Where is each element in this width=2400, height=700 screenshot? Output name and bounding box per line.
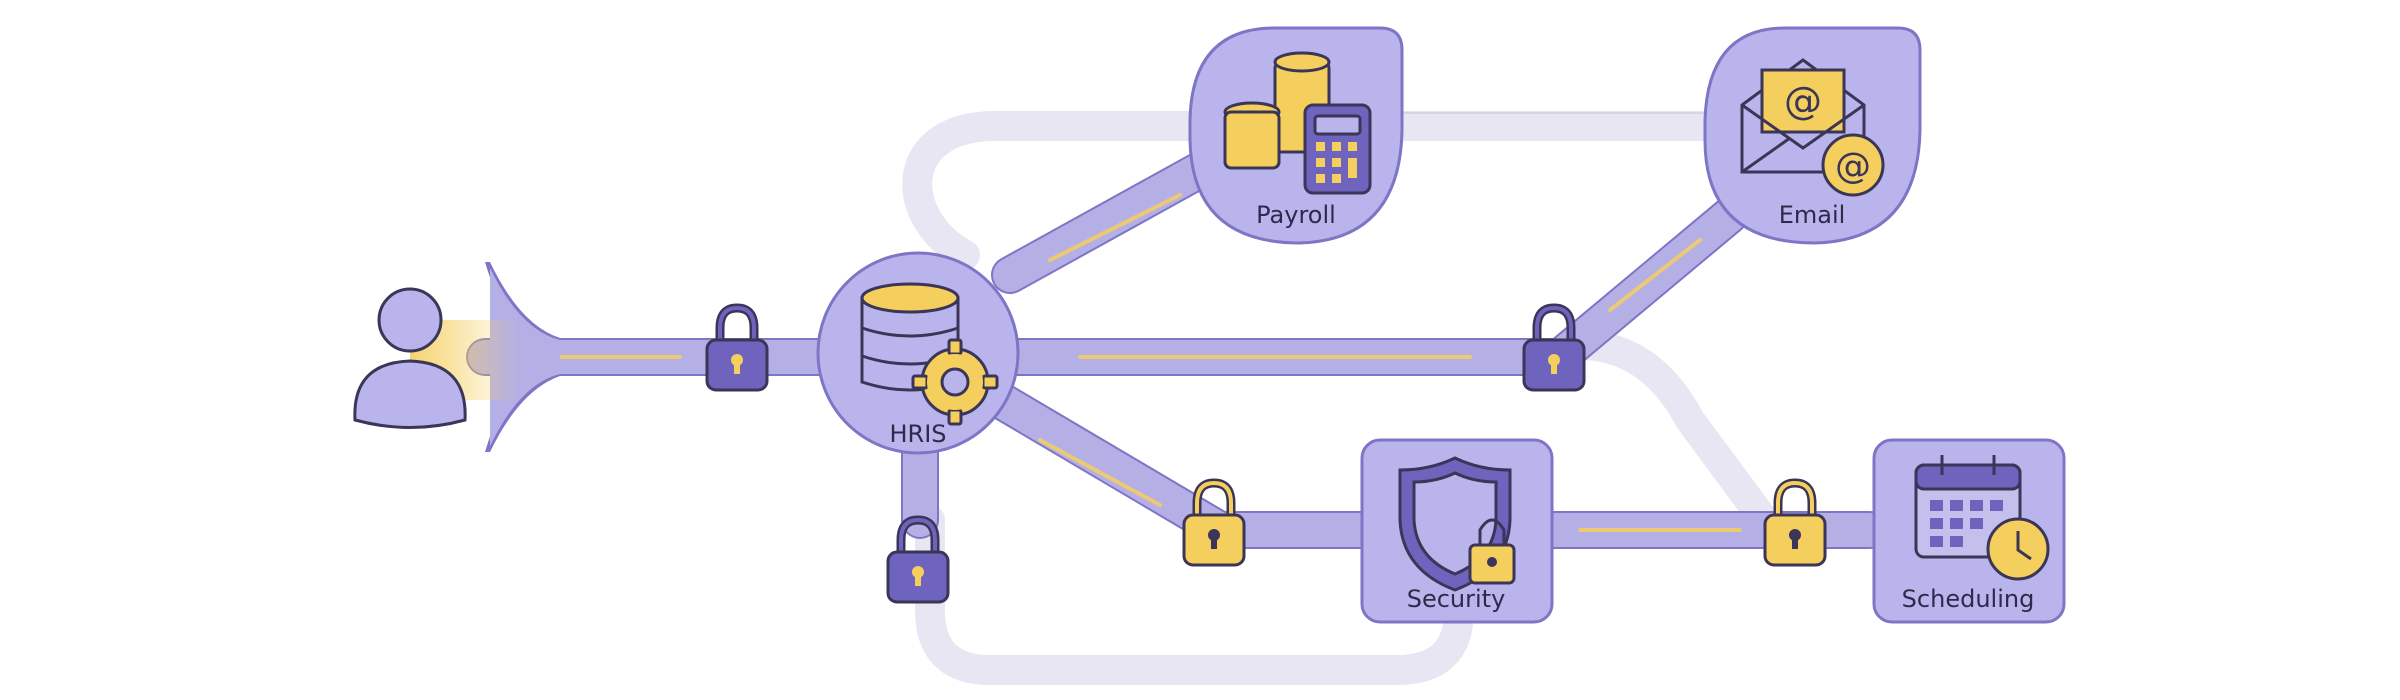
padlock-icon: [886, 550, 950, 604]
hris-node[interactable]: HRIS: [816, 251, 1020, 455]
svg-text:@: @: [1835, 146, 1871, 187]
padlock-icon: [1182, 513, 1246, 567]
padlock-icon: [705, 338, 769, 392]
faded-route-email-scheduling: [1565, 330, 1790, 550]
padlock-icon: [1763, 513, 1827, 567]
payroll-node[interactable]: Payroll: [1188, 26, 1404, 245]
calendar-clock-icon: [1914, 455, 2050, 581]
faded-route-hris-security: [915, 505, 1474, 685]
hris-label: HRIS: [889, 420, 946, 448]
lock-hris-down[interactable]: [886, 515, 950, 604]
payroll-label: Payroll: [1256, 201, 1336, 229]
padlock-icon: [1522, 338, 1586, 392]
envelope-at-icon: @ @: [1740, 58, 1885, 197]
email-node[interactable]: @ @ Email: [1703, 26, 1922, 245]
svg-text:@: @: [1784, 79, 1822, 123]
user-icon: [353, 287, 467, 429]
shield-lock-icon: [1398, 456, 1516, 592]
database-gear-icon: [860, 282, 999, 426]
security-node[interactable]: Security: [1360, 438, 1554, 624]
coins-calculator-icon: [1223, 51, 1372, 195]
faded-route-hris-payroll: [902, 111, 1245, 270]
email-label: Email: [1779, 201, 1846, 229]
lock-entry[interactable]: [705, 303, 769, 392]
lock-security-scheduling[interactable]: [1763, 478, 1827, 567]
scheduling-label: Scheduling: [1902, 585, 2035, 613]
security-label: Security: [1407, 585, 1506, 613]
scheduling-node[interactable]: Scheduling: [1872, 438, 2066, 624]
lock-hris-email[interactable]: [1522, 303, 1586, 392]
lock-hris-security[interactable]: [1182, 478, 1246, 567]
channels: [466, 126, 1889, 549]
